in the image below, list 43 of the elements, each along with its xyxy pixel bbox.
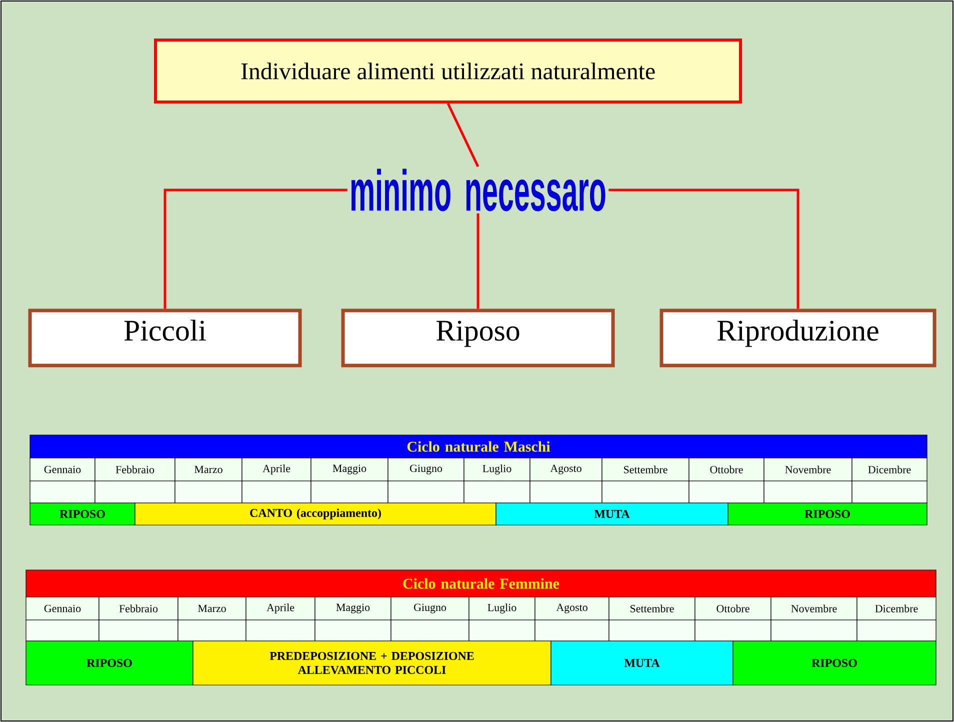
month-cell: Dicembre — [852, 458, 928, 482]
table-title-bar: Ciclo naturale Femmine — [26, 570, 936, 598]
goal-box: Individuare alimenti utilizzati naturalmente — [154, 38, 742, 104]
month-cell: Settembre — [608, 596, 696, 620]
category-box: Riproduzione — [660, 308, 936, 368]
month-cell: Ottobre — [688, 458, 764, 482]
phase-cell: CANTO (accoppiamento) — [134, 502, 496, 526]
month-cell: Maggio — [310, 458, 388, 482]
phase-cell: RIPOSO — [732, 640, 936, 686]
phase-cell: MUTA — [496, 502, 728, 526]
phase-cell: RIPOSO — [30, 502, 136, 526]
month-cell: Giugno — [388, 458, 464, 482]
month-cell: Luglio — [468, 596, 536, 620]
phase-cell: RIPOSO — [728, 502, 928, 526]
month-cell: Agosto — [534, 596, 610, 620]
month-cell: Agosto — [530, 458, 602, 482]
month-cell: Novembre — [764, 458, 852, 482]
phase-cell: PREDEPOSIZIONE + DEPOSIZIONE ALLEVAMENTO PICCOLI — [192, 640, 552, 686]
month-cell: Marzo — [174, 458, 242, 482]
month-cell: Giugno — [390, 596, 470, 620]
connector-line — [608, 188, 800, 309]
month-cell: Febbraio — [94, 458, 176, 482]
month-cell: Maggio — [314, 596, 392, 620]
month-cell: Dicembre — [856, 596, 936, 620]
phase-cell: RIPOSO — [26, 640, 194, 686]
month-cell: Gennaio — [26, 596, 100, 620]
connector-line — [476, 213, 480, 309]
month-cell: Novembre — [770, 596, 858, 620]
connector-line — [446, 102, 480, 168]
month-cell: Aprile — [246, 596, 316, 620]
month-cell: Ottobre — [694, 596, 772, 620]
month-cell: Marzo — [178, 596, 246, 620]
category-box: Riposo — [341, 308, 615, 368]
month-cell: Settembre — [602, 458, 690, 482]
month-cell: Luglio — [464, 458, 530, 482]
category-box: Piccoli — [28, 308, 302, 368]
month-cell: Aprile — [242, 458, 312, 482]
heading-text: minimo necessaro — [351, 168, 606, 212]
month-cell: Febbraio — [98, 596, 178, 620]
connector-line — [164, 188, 348, 309]
phase-cell: MUTA — [550, 640, 734, 686]
table-title-bar: Ciclo naturale Maschi — [30, 434, 928, 458]
month-cell: Gennaio — [30, 458, 96, 482]
